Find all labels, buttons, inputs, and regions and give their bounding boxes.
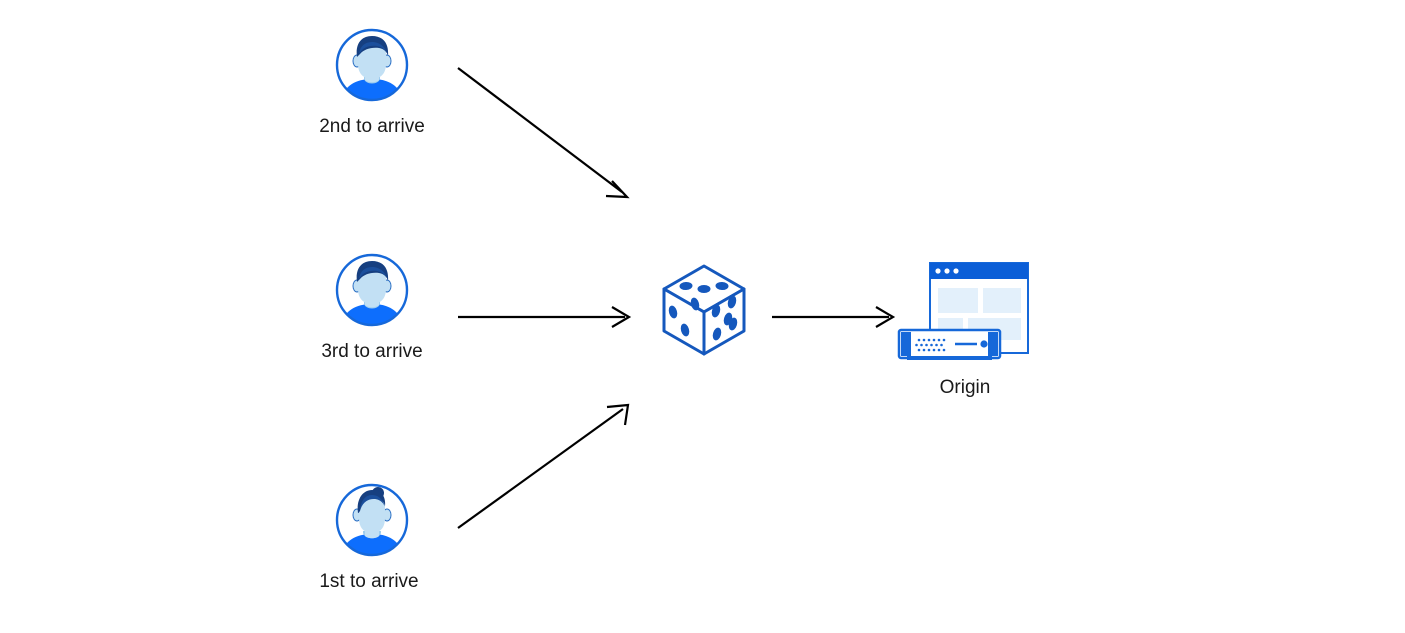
arrow-dice-to-origin (772, 306, 896, 328)
user-avatar-icon (335, 253, 409, 327)
origin-label: Origin (939, 377, 991, 398)
arrow-1st-to-dice (457, 403, 630, 529)
dice-pips-right (711, 295, 738, 341)
dice-icon (662, 264, 746, 356)
dice-pips-left (668, 297, 700, 337)
origin-server-icon (897, 262, 1029, 360)
user-avatar-icon (335, 483, 409, 557)
dice-pips-top (679, 281, 729, 293)
server-device-icon (897, 328, 1002, 360)
client-label-2nd: 2nd to arrive (319, 116, 425, 137)
user-avatar-icon (335, 28, 409, 102)
client-label-3rd: 3rd to arrive (321, 341, 423, 362)
client-label-1st: 1st to arrive (319, 571, 419, 592)
arrow-3rd-to-dice (458, 306, 632, 328)
